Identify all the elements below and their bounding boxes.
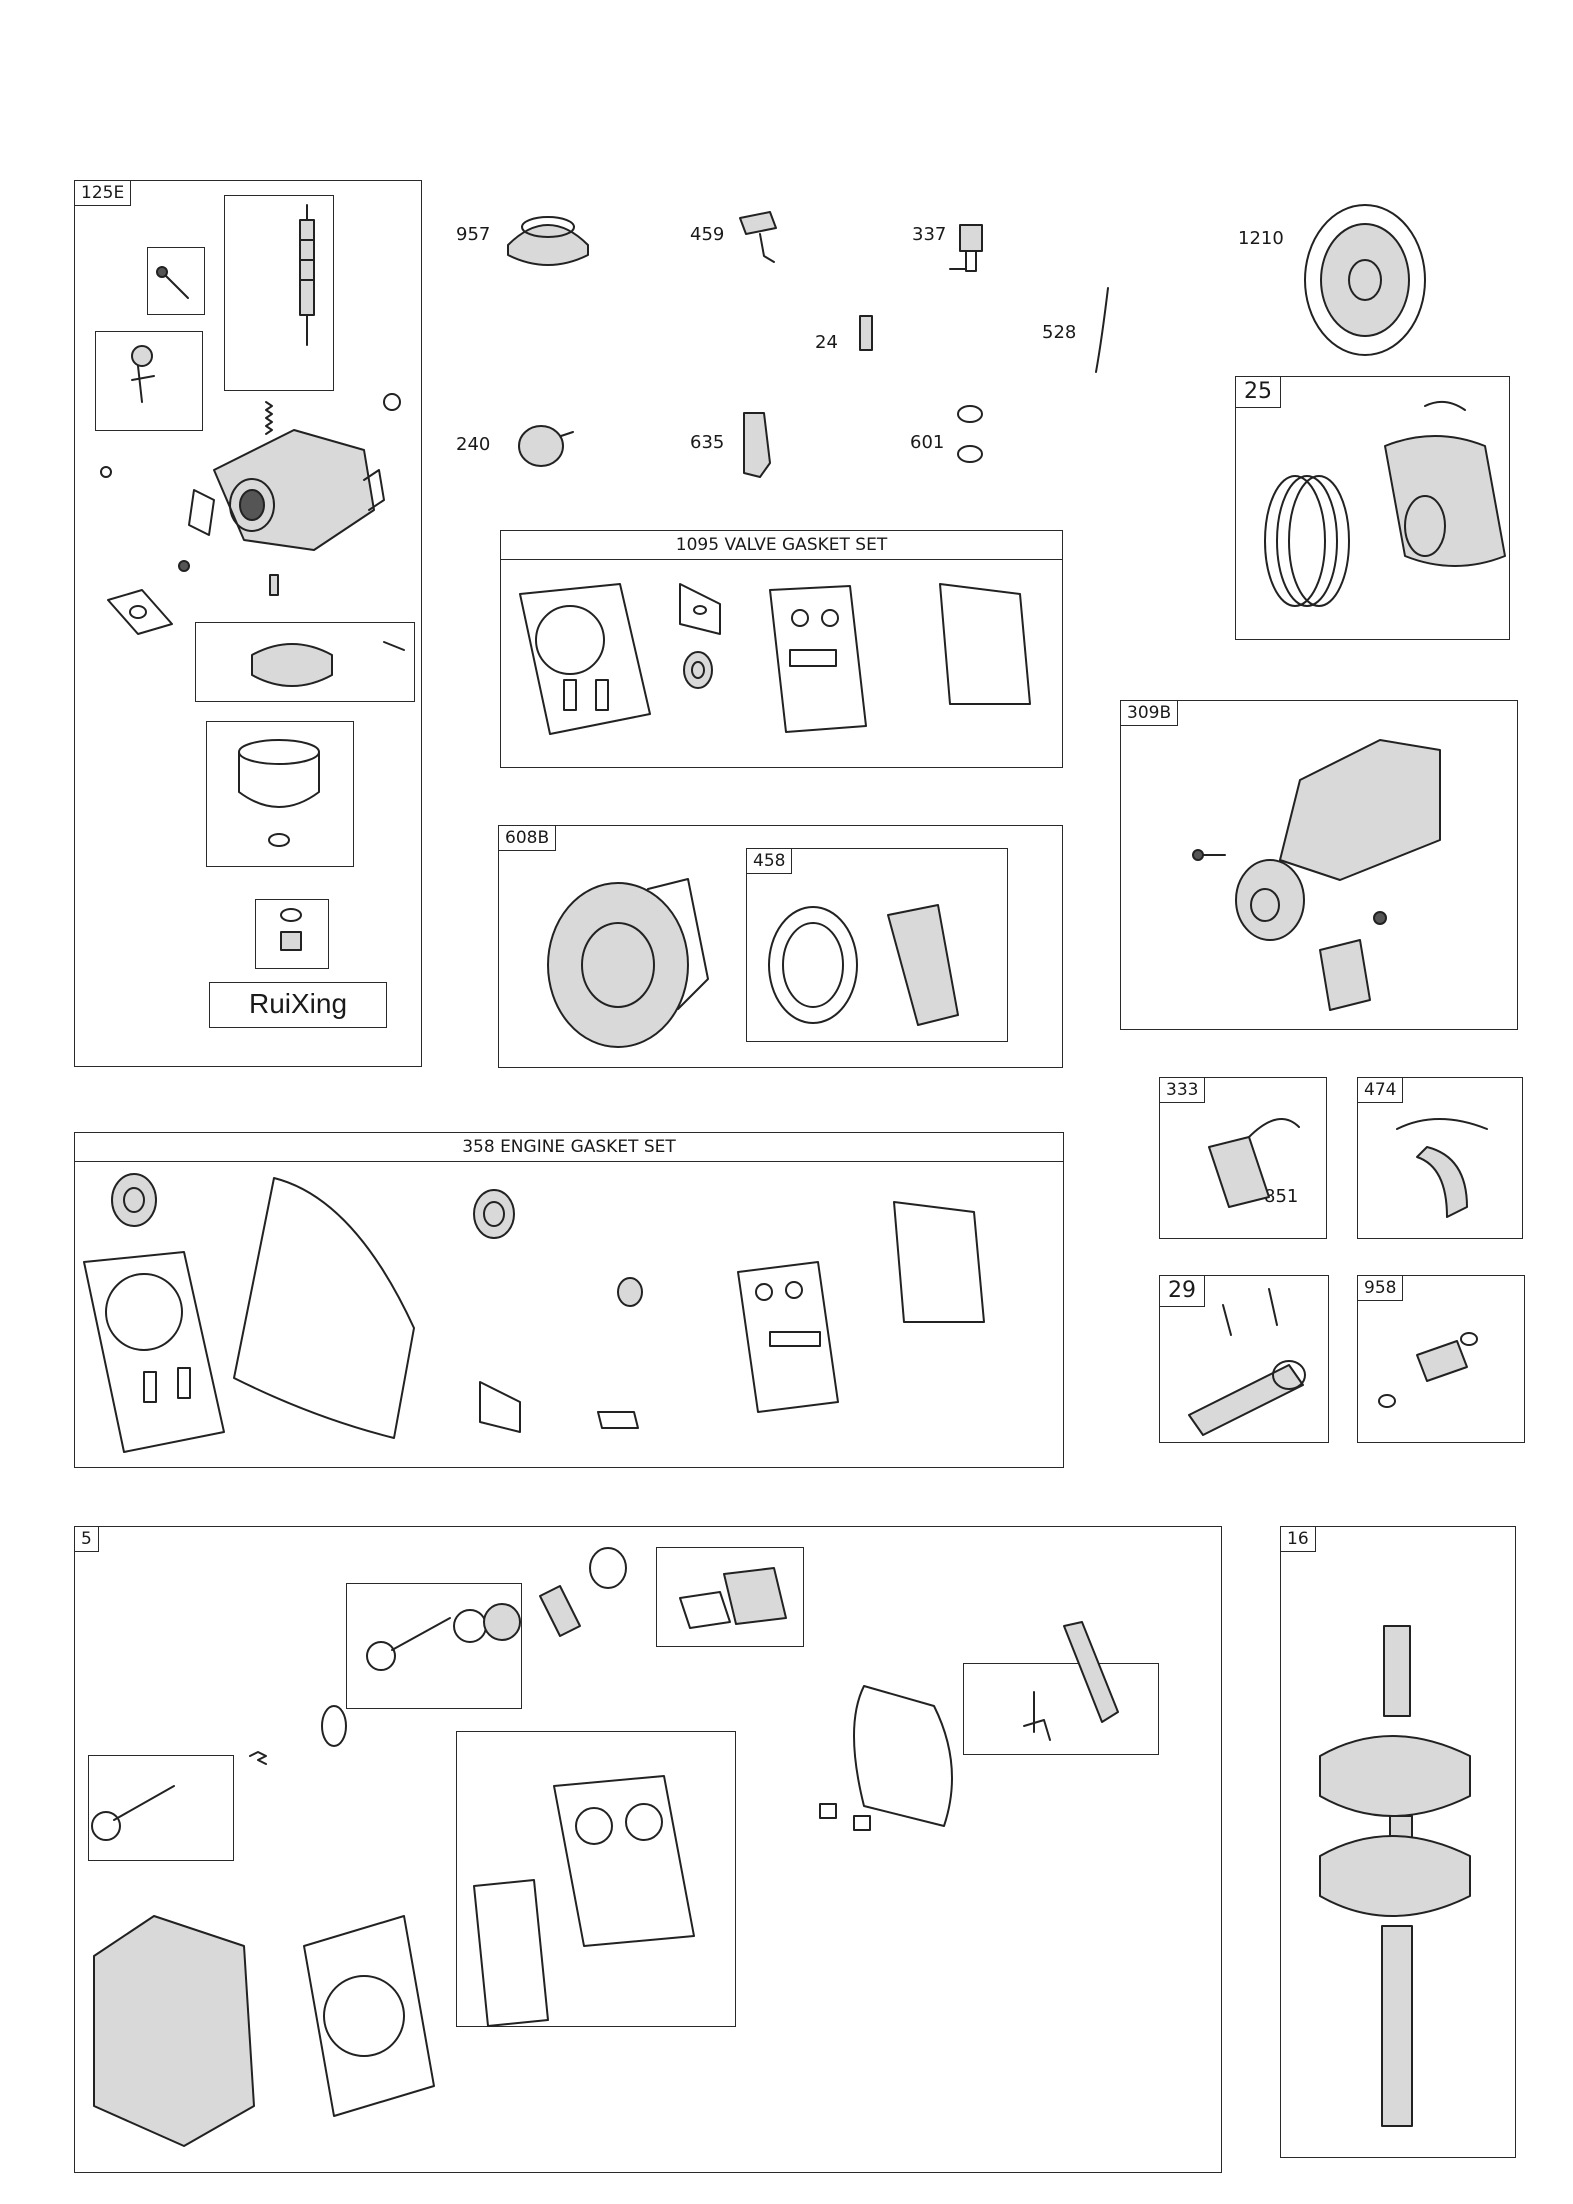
sub-box-bowl xyxy=(206,721,354,867)
fuel-filter-illustration xyxy=(518,425,574,467)
part-box-29: 29 xyxy=(1159,1275,1329,1443)
starter-motor-illustration xyxy=(1192,739,1441,1011)
part-box-16: 16 xyxy=(1280,1526,1516,2158)
connecting-rod-illustration xyxy=(1188,1288,1306,1436)
part-box-333: 333 851 xyxy=(1159,1077,1327,1239)
piston-illustration xyxy=(1264,400,1506,607)
part-label-240: 240 xyxy=(456,434,491,455)
part-number-tag: 125E xyxy=(74,180,132,206)
part-number-tag: 5 xyxy=(74,1526,99,1552)
part-label-635: 635 xyxy=(690,432,725,453)
part-box-608B: 608B 458 xyxy=(498,825,1063,1068)
part-number-tag: 309B xyxy=(1120,700,1179,726)
part-number-tag: 333 xyxy=(1159,1077,1206,1103)
set-title: 358 ENGINE GASKET SET xyxy=(75,1133,1063,1162)
sub-box-intake-valve xyxy=(88,1755,234,1861)
part-label-459: 459 xyxy=(690,224,725,245)
part-number-tag: 458 xyxy=(746,848,793,874)
part-number-tag: 608B xyxy=(498,825,557,851)
part-box-458: 458 xyxy=(746,848,1008,1042)
part-label-957: 957 xyxy=(456,224,491,245)
part-label-337: 337 xyxy=(912,224,947,245)
carburetor-illustration xyxy=(100,204,405,951)
adapter-illustration xyxy=(743,412,771,478)
cylinder-head-illustration xyxy=(91,1547,1119,2147)
brand-label: RuiXing xyxy=(209,982,387,1028)
muffler-guard-illustration xyxy=(547,878,959,1048)
crankshaft-illustration xyxy=(1319,1625,1471,2127)
valve-fitting-illustration xyxy=(949,224,983,272)
part-box-125E: 125E RuiXing xyxy=(74,180,422,1067)
sub-box-float xyxy=(195,622,415,702)
part-label-851: 851 xyxy=(1264,1186,1299,1207)
part-number-tag: 16 xyxy=(1280,1526,1316,1552)
wire-harness-illustration xyxy=(1396,1118,1488,1218)
part-number-tag: 25 xyxy=(1235,376,1281,408)
part-box-5: 5 xyxy=(74,1526,1222,2173)
sub-box-screw xyxy=(147,247,205,315)
bracket-illustration xyxy=(739,211,777,263)
engine-gasket-illustration xyxy=(83,1173,985,1453)
sub-box-rocker-stud xyxy=(963,1663,1159,1755)
part-label-528: 528 xyxy=(1042,322,1077,343)
flywheel-illustration xyxy=(1304,204,1426,356)
sub-box-head-gaskets xyxy=(456,1731,736,2027)
key-illustration xyxy=(859,315,873,351)
sub-box-exhaust-valve xyxy=(346,1583,522,1709)
part-box-25: 25 xyxy=(1235,376,1510,640)
ignition-coil-illustration xyxy=(1208,1118,1300,1208)
part-number-tag: 958 xyxy=(1357,1275,1404,1301)
part-label-601: 601 xyxy=(910,432,945,453)
part-box-958: 958 xyxy=(1357,1275,1525,1443)
tube-illustration xyxy=(1095,287,1109,373)
part-label-24: 24 xyxy=(815,332,838,353)
part-number-tag: 474 xyxy=(1357,1077,1404,1103)
sub-box-choke-shaft xyxy=(224,195,334,391)
part-number-tag: 29 xyxy=(1159,1275,1205,1307)
part-label-1210: 1210 xyxy=(1238,228,1284,249)
valve-gasket-illustration xyxy=(519,583,1031,735)
fuel-valve-illustration xyxy=(1378,1332,1478,1408)
set-title: 1095 VALVE GASKET SET xyxy=(501,531,1062,560)
sub-box-intake-flange xyxy=(656,1547,804,1647)
part-box-309B: 309B xyxy=(1120,700,1518,1030)
sub-box-drain xyxy=(255,899,329,969)
part-box-358-engine-gasket-set: 358 ENGINE GASKET SET xyxy=(74,1132,1064,1468)
sub-box-lever xyxy=(95,331,203,431)
part-box-474: 474 xyxy=(1357,1077,1523,1239)
part-box-1095-valve-gasket-set: 1095 VALVE GASKET SET xyxy=(500,530,1063,768)
fuel-cap-illustration xyxy=(507,216,589,266)
clamp-illustration xyxy=(957,405,983,463)
